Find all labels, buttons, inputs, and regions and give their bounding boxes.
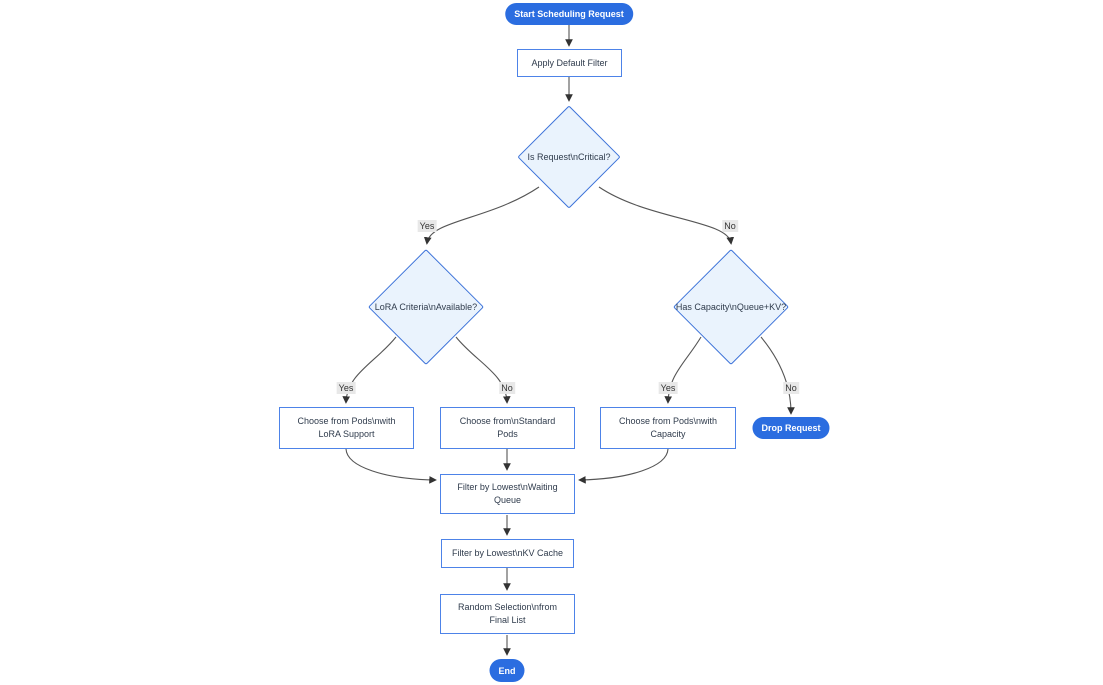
node-filter-kv-cache: Filter by Lowest\nKV Cache <box>441 539 574 568</box>
node-filter-waiting-queue: Filter by Lowest\nWaiting Queue <box>440 474 575 514</box>
node-drop-request-label: Drop Request <box>761 423 821 433</box>
edge-label-critical-no: No <box>722 220 738 232</box>
node-random-selection-line2: Final List <box>489 615 526 625</box>
node-end-label: End <box>498 665 516 676</box>
node-choose-standard-pods-line1: Choose from\nStandard <box>459 416 556 426</box>
node-choose-pods-capacity-line2: Capacity <box>650 429 686 439</box>
edge-capacity-no <box>760 336 795 415</box>
node-choose-pods-lora: Choose from Pods\nwith LoRA Support <box>279 407 414 449</box>
node-filter-waiting-queue-line2: Queue <box>493 495 522 505</box>
node-choose-standard-pods: Choose from\nStandard Pods <box>440 407 575 449</box>
edge-label-lora-yes: Yes <box>336 382 356 394</box>
node-start: Start Scheduling Request <box>505 3 633 25</box>
node-has-capacity-queue-kv: Has Capacity\nQueue+KV? <box>673 249 789 365</box>
node-apply-default-filter: Apply Default Filter <box>517 49 622 77</box>
edge-lora-no <box>455 336 511 404</box>
node-choose-pods-lora-line1: Choose from Pods\nwith <box>297 416 396 426</box>
edge-label-lora-no: No <box>499 382 515 394</box>
edge-choosecapacity-to-filter <box>578 448 669 484</box>
node-choose-pods-capacity-line1: Choose from Pods\nwith <box>618 416 718 426</box>
edge-label-capacity-no: No <box>783 382 799 394</box>
edge-capacity-yes <box>664 336 702 404</box>
node-is-request-critical: Is Request\nCritical? <box>517 105 621 209</box>
node-lora-criteria-available: LoRA Criteria\nAvailable? <box>368 249 484 365</box>
node-filter-kv-cache-label: Filter by Lowest\nKV Cache <box>451 548 564 558</box>
node-lora-criteria-available-label: LoRA Criteria\nAvailable? <box>374 302 478 312</box>
node-random-selection-line1: Random Selection\nfrom <box>457 602 558 612</box>
node-end: End <box>489 659 525 682</box>
node-start-label: Start Scheduling Request <box>514 9 624 19</box>
edge-chooselora-to-filter <box>345 448 437 484</box>
node-apply-default-filter-label: Apply Default Filter <box>531 57 608 68</box>
edge-lora-yes <box>342 336 397 404</box>
node-random-selection: Random Selection\nfrom Final List <box>440 594 575 634</box>
edge-label-critical-yes: Yes <box>417 220 437 232</box>
node-has-capacity-queue-kv-label: Has Capacity\nQueue+KV? <box>675 302 787 312</box>
node-choose-standard-pods-line2: Pods <box>497 429 518 439</box>
node-is-request-critical-label: Is Request\nCritical? <box>527 152 611 162</box>
edge-critical-yes <box>423 186 540 245</box>
node-filter-waiting-queue-line1: Filter by Lowest\nWaiting <box>457 482 558 492</box>
edge-critical-no <box>598 186 735 245</box>
node-choose-pods-lora-line2: LoRA Support <box>318 429 375 439</box>
node-drop-request: Drop Request <box>752 417 830 439</box>
edge-label-capacity-yes: Yes <box>658 382 678 394</box>
node-choose-pods-capacity: Choose from Pods\nwith Capacity <box>600 407 736 449</box>
